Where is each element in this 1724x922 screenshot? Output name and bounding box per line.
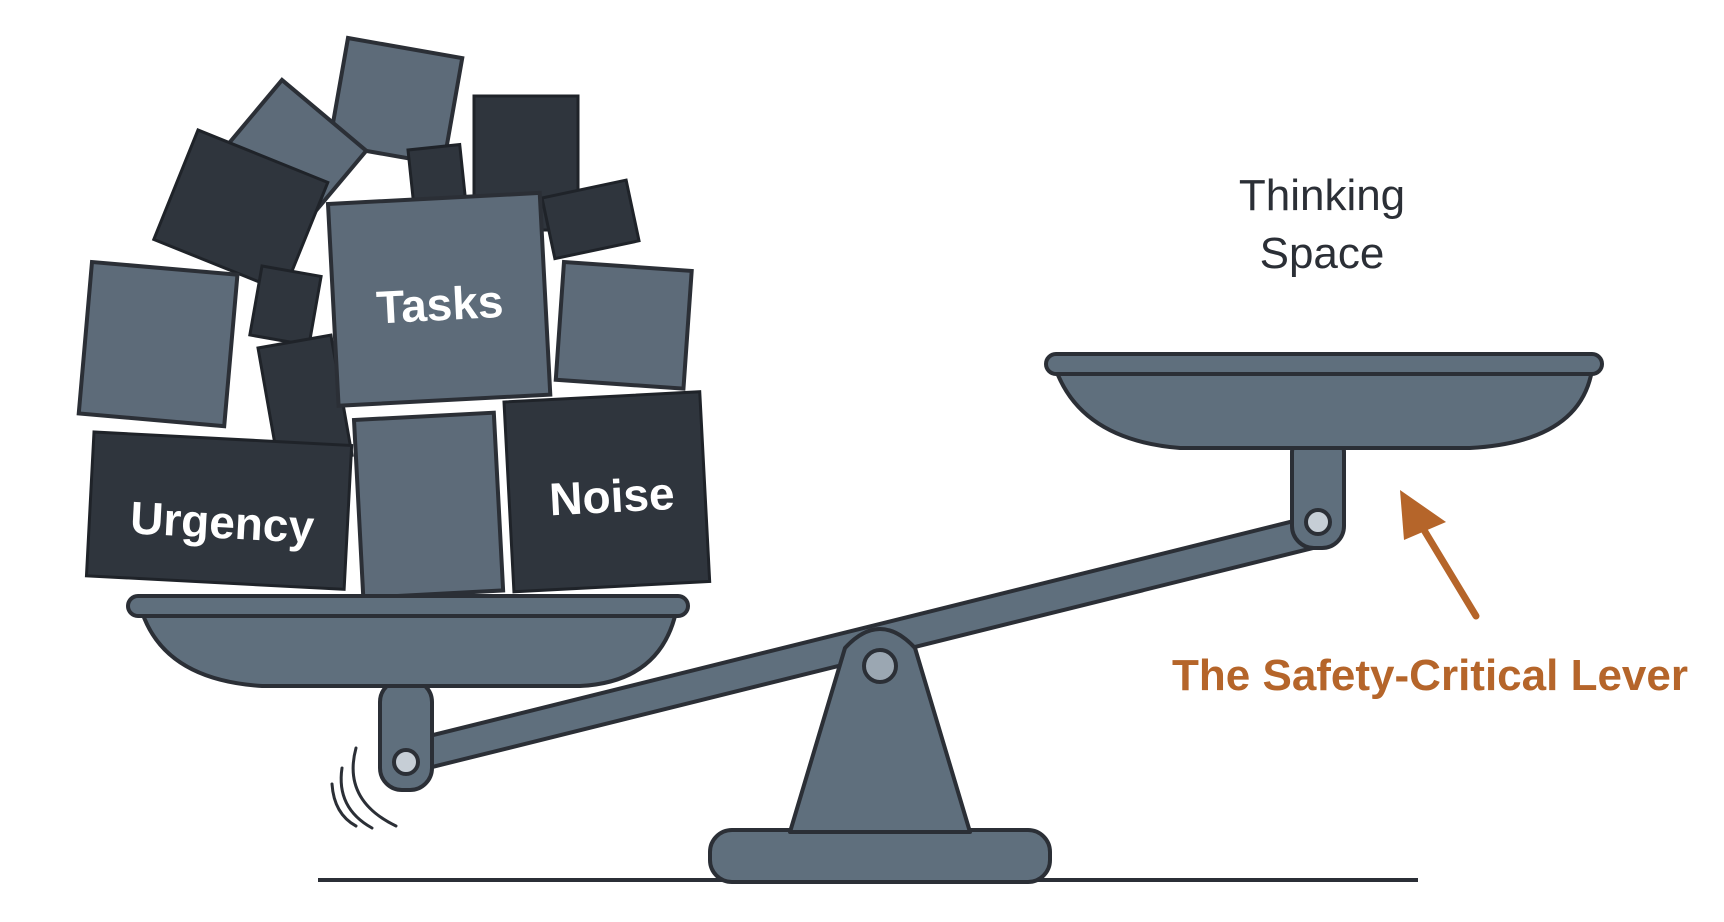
scale-fulcrum xyxy=(708,627,1052,884)
right-pan xyxy=(1044,352,1604,450)
thinking-space-label-line2: Space xyxy=(1260,229,1385,278)
block-label-noise: Noise xyxy=(548,467,676,525)
block-label-tasks: Tasks xyxy=(375,275,505,334)
block-stack xyxy=(76,35,712,600)
callout-arrow-icon xyxy=(1400,490,1480,620)
left-pan xyxy=(126,594,690,688)
thinking-space-label-line1: Thinking xyxy=(1239,171,1405,220)
safety-critical-lever-label: The Safety-Critical Lever xyxy=(1172,651,1688,700)
block-label-urgency: Urgency xyxy=(129,491,316,553)
wobble-marks xyxy=(330,746,398,830)
left-pan-post xyxy=(378,678,434,792)
